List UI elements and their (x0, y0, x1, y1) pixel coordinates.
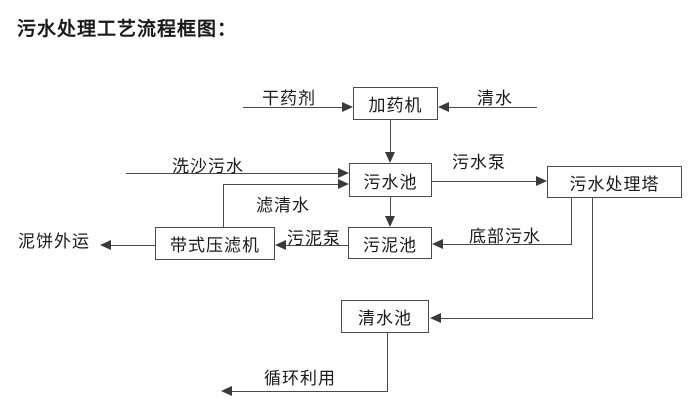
label-sludge-pump: 污泥泵 (287, 229, 341, 248)
diagram-title: 污水处理工艺流程框图： (17, 19, 238, 40)
label-clean-water: 清水 (477, 89, 513, 108)
mud-cake-arrowhead (100, 240, 111, 250)
label-recycle-use: 循环利用 (264, 369, 336, 388)
label-mud-cake-outbound: 泥饼外运 (18, 232, 90, 251)
bottom-sewage-arrowhead (432, 239, 443, 249)
label-dry-agent: 干药剂 (262, 89, 316, 108)
mud-cake-line (111, 245, 155, 246)
sewage-to-sludge-arrowhead (385, 216, 395, 227)
dosing-to-sewage-pool-arrowhead (385, 152, 395, 163)
sludge-pump-arrowhead (275, 240, 286, 250)
node-treatment-tower: 污水处理塔 (547, 166, 682, 198)
node-clean-water-pool: 清水池 (341, 300, 429, 333)
sewage-to-sludge-line (390, 197, 391, 216)
label-sand-washing-sewage: 洗沙污水 (172, 157, 244, 176)
label-sewage-pump: 污水泵 (452, 153, 506, 172)
label-bottom-sewage: 底部污水 (469, 227, 541, 246)
bottom-sewage-hline (443, 244, 572, 245)
recycle-vline (387, 333, 388, 392)
tower-to-clean-pool-hline (441, 318, 593, 319)
sand-washing-line (126, 173, 338, 174)
tower-to-clean-pool-vline (592, 198, 593, 319)
sewage-pump-line (432, 181, 536, 182)
dosing-to-sewage-pool-line (390, 120, 391, 152)
label-filtered-water: 滤清水 (256, 196, 310, 215)
filtered-water-arrowhead (338, 179, 349, 189)
to-clean-pool-arrowhead (430, 313, 441, 323)
dry-agent-line (243, 107, 342, 108)
dry-agent-arrowhead (342, 102, 353, 112)
clean-water-arrowhead (438, 102, 449, 112)
filtered-water-hline (223, 184, 338, 185)
sand-washing-arrowhead (338, 168, 349, 178)
recycle-arrowhead (221, 386, 232, 396)
sewage-pump-arrowhead (536, 176, 547, 186)
node-sewage-pool: 污水池 (349, 163, 432, 197)
node-dosing-machine: 加药机 (353, 87, 438, 120)
tower-bottom-left-vline (571, 198, 572, 245)
clean-water-line (449, 107, 537, 108)
sludge-pump-line (286, 245, 348, 246)
node-sludge-pool: 污泥池 (348, 227, 432, 259)
recycle-hline (232, 391, 388, 392)
node-belt-filter-press: 带式压滤机 (155, 227, 275, 260)
filtered-water-vline (223, 184, 224, 227)
